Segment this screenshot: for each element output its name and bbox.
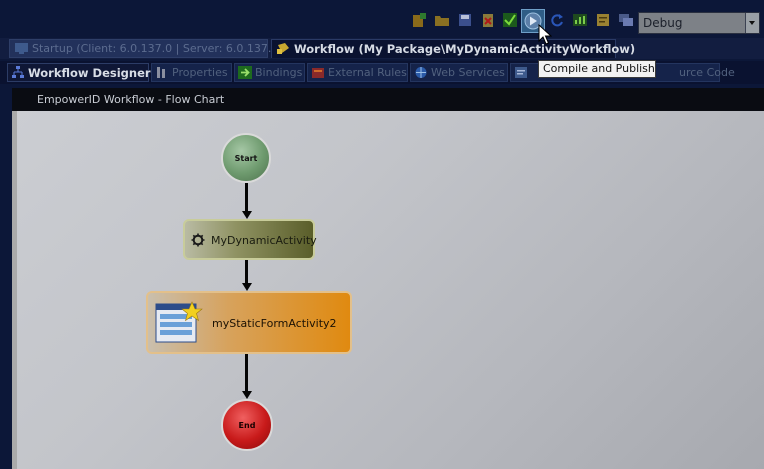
tab-web-services[interactable]: Web Services	[410, 63, 508, 82]
dynamic-activity-node[interactable]: MyDynamicActivity	[183, 219, 317, 260]
start-node-label: Start	[234, 153, 258, 163]
end-node-label: End	[238, 420, 256, 430]
configuration-dropdown[interactable]: Debug	[638, 12, 760, 34]
arrowhead-icon	[242, 283, 252, 291]
windows-icon[interactable]	[618, 12, 634, 28]
dynamic-activity-label: MyDynamicActivity	[211, 234, 317, 247]
monitor-icon	[15, 43, 28, 54]
tab-startup-label: Startup (Client: 6.0.137.0 | Server: 6.0…	[32, 42, 283, 55]
tab-workflow-designer-label: Workflow Designer	[28, 66, 151, 80]
tab-source-code-label: urce Code	[679, 66, 735, 79]
start-node[interactable]: Start	[221, 133, 271, 183]
source-code-icon	[515, 67, 527, 78]
connector-line	[245, 354, 248, 391]
delete-icon[interactable]	[480, 12, 496, 28]
connector-line	[245, 260, 248, 283]
tab-workflow[interactable]: Workflow (My Package\MyDynamicActivityWo…	[271, 39, 635, 58]
properties-icon	[157, 67, 165, 78]
compile-publish-button[interactable]	[521, 9, 545, 33]
arrowhead-icon	[242, 391, 252, 399]
tab-workflow-label: Workflow (My Package\MyDynamicActivityWo…	[294, 42, 636, 56]
save-icon[interactable]	[457, 12, 473, 28]
web-services-icon	[415, 67, 427, 78]
check-icon[interactable]	[502, 12, 518, 28]
bindings-icon	[238, 66, 252, 79]
tab-properties[interactable]: Properties	[151, 63, 232, 82]
chevron-down-icon[interactable]	[745, 13, 759, 33]
tab-properties-label: Properties	[172, 66, 228, 79]
workflow-icon	[277, 43, 289, 54]
tab-bindings[interactable]: Bindings	[234, 63, 305, 82]
compile-publish-icon	[524, 12, 542, 30]
compile-publish-tooltip: Compile and Publish	[538, 60, 656, 78]
tab-external-rules[interactable]: External Rules	[307, 63, 408, 82]
gear-icon	[191, 233, 205, 247]
form-icon	[155, 301, 203, 343]
refresh-icon[interactable]	[549, 12, 565, 28]
open-folder-icon[interactable]	[434, 12, 450, 28]
connector-line	[245, 183, 248, 211]
notes-icon[interactable]	[595, 12, 611, 28]
tab-web-services-label: Web Services	[431, 66, 505, 79]
configuration-value: Debug	[643, 16, 683, 30]
form-activity-node[interactable]: myStaticFormActivity2	[146, 291, 352, 354]
tab-external-rules-label: External Rules	[328, 66, 407, 79]
flowchart-icon	[12, 66, 24, 78]
mouse-cursor-icon	[538, 24, 552, 45]
rules-icon	[312, 68, 324, 78]
new-icon[interactable]	[411, 12, 427, 28]
workflow-designer-panel: EmpowerID Workflow - Flow Chart Start My…	[12, 88, 764, 469]
main-toolbar: Debug	[0, 0, 764, 36]
arrowhead-icon	[242, 211, 252, 219]
document-tabs: Startup (Client: 6.0.137.0 | Server: 6.0…	[0, 38, 764, 59]
tab-bindings-label: Bindings	[255, 66, 303, 79]
chart-icon[interactable]	[572, 12, 588, 28]
end-node[interactable]: End	[221, 399, 273, 451]
designer-tabs: Workflow Designer Properties Bindings Ex…	[0, 61, 764, 84]
form-activity-label: myStaticFormActivity2	[212, 317, 337, 330]
tab-workflow-designer[interactable]: Workflow Designer	[7, 63, 151, 82]
designer-title: EmpowerID Workflow - Flow Chart	[12, 88, 764, 111]
flowchart-canvas[interactable]: Start MyDynamicActivity myStaticFormActi…	[17, 111, 764, 469]
tab-startup[interactable]: Startup (Client: 6.0.137.0 | Server: 6.0…	[9, 39, 283, 58]
